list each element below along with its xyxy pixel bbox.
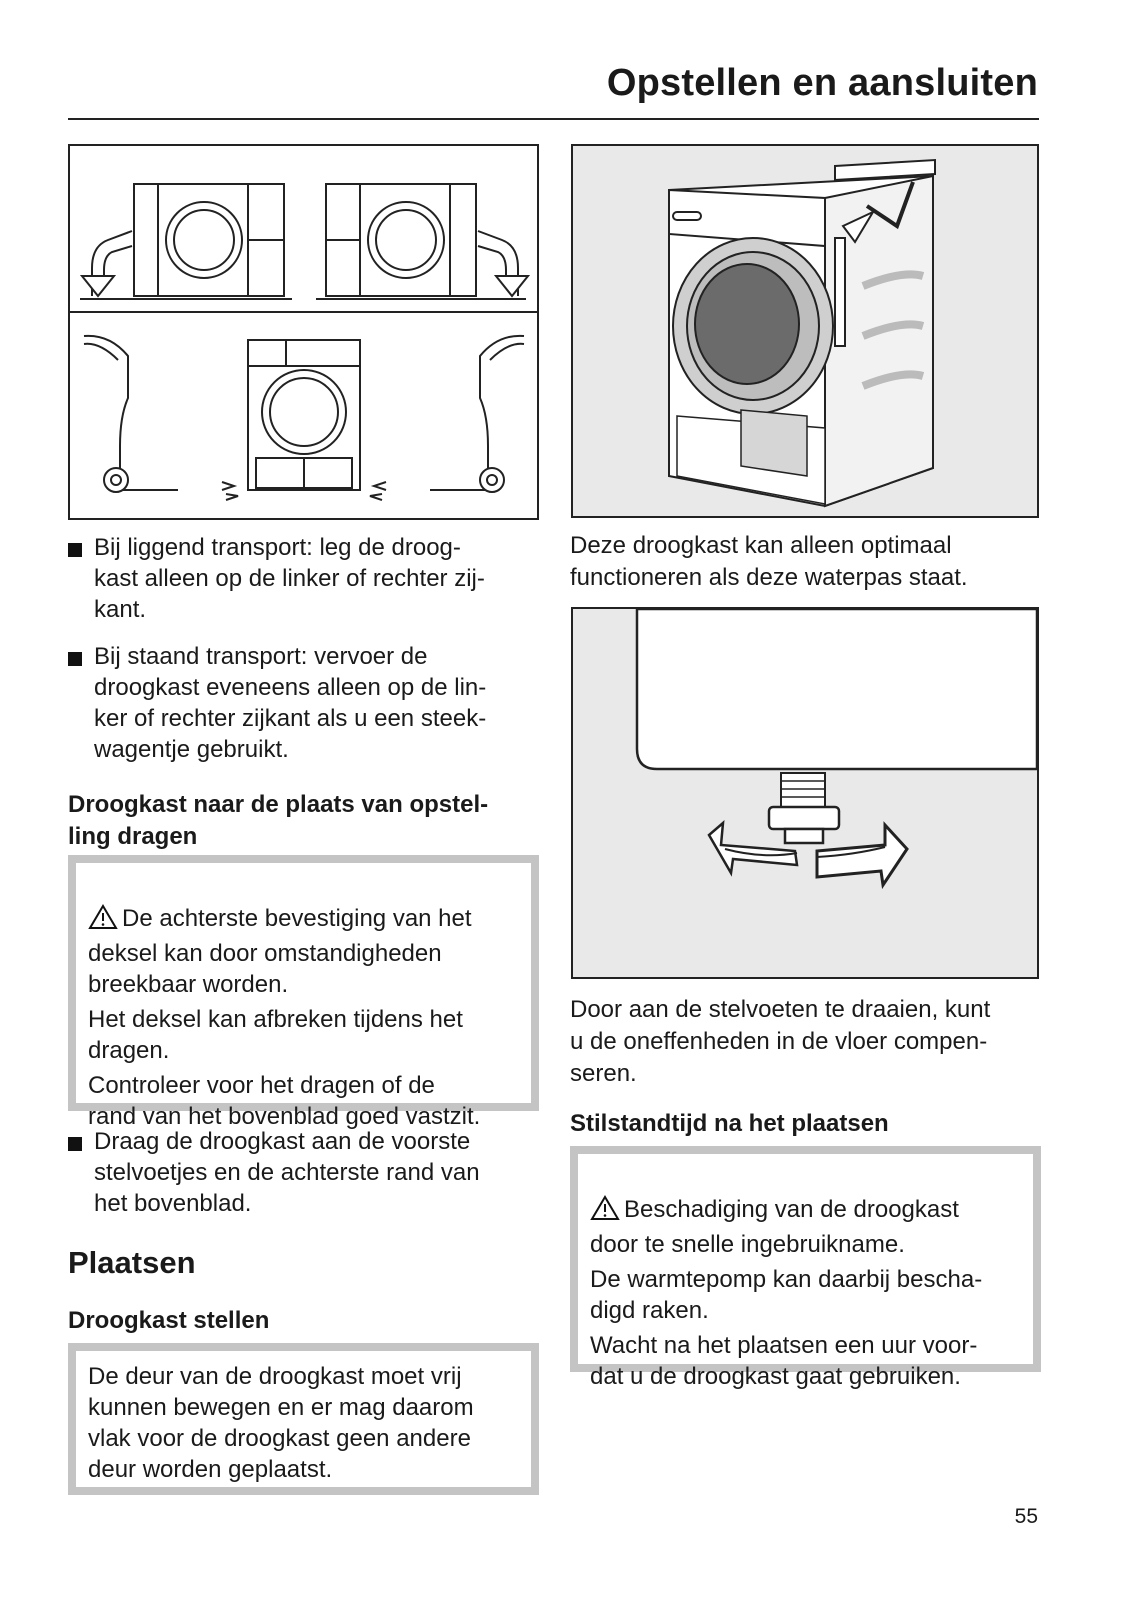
warning-title: De achterste bevestiging van het deksel … xyxy=(88,905,472,998)
warning-triangle-icon xyxy=(590,1164,620,1229)
list-item: Bij liggend transport: leg de droog- kas… xyxy=(68,532,574,625)
bullet-square-icon xyxy=(68,1137,82,1151)
carry-heading: Droogkast naar de plaats van opstel- lin… xyxy=(68,791,489,850)
level-heading: Droogkast stellen xyxy=(68,1307,270,1334)
warning-triangle-icon xyxy=(88,873,118,938)
page-number: 55 xyxy=(1014,1505,1038,1528)
warning-text: De warmtepomp kan daarbij bescha- digd r… xyxy=(590,1266,983,1324)
header-divider xyxy=(68,118,1039,120)
feet-text: Door aan de stelvoeten te draaien, kunt … xyxy=(570,996,991,1087)
bullet-text: Bij liggend transport: leg de droog- kas… xyxy=(94,534,485,623)
list-item: Draag de droogkast aan de voorste stelvo… xyxy=(68,1126,574,1219)
warning-box-standstill: Beschadiging van de droogkast door te sn… xyxy=(570,1146,1041,1390)
warning-title: Beschadiging van de droogkast door te sn… xyxy=(590,1196,959,1258)
list-item: Bij staand transport: vervoer de droogka… xyxy=(68,641,574,765)
warning-text: Controleer voor het dragen of de rand va… xyxy=(88,1072,481,1130)
warning-text: Wacht na het plaatsen een uur voor- dat … xyxy=(590,1332,978,1390)
dryer-cover-illustration xyxy=(571,144,1039,518)
transport-illustration xyxy=(68,144,539,520)
bullet-square-icon xyxy=(68,543,82,557)
warning-box-cover: De achterste bevestiging van het deksel … xyxy=(68,855,539,1130)
level-text: Deze droogkast kan alleen optimaal funct… xyxy=(570,532,968,591)
bullet-text: Bij staand transport: vervoer de droogka… xyxy=(94,643,487,763)
bullet-square-icon xyxy=(68,652,82,666)
standstill-heading: Stilstandtijd na het plaatsen xyxy=(570,1110,889,1137)
warning-text: Het deksel kan afbreken tijdens het drag… xyxy=(88,1006,463,1064)
door-note-text: De deur van de droogkast moet vrij kunne… xyxy=(88,1363,474,1483)
door-note-box: De deur van de droogkast moet vrij kunne… xyxy=(68,1343,539,1495)
bullet-text: Draag de droogkast aan de voorste stelvo… xyxy=(94,1128,480,1217)
adjustable-foot-illustration xyxy=(571,607,1039,979)
section-title: Plaatsen xyxy=(68,1245,196,1280)
page-title: Opstellen en aansluiten xyxy=(606,62,1038,104)
